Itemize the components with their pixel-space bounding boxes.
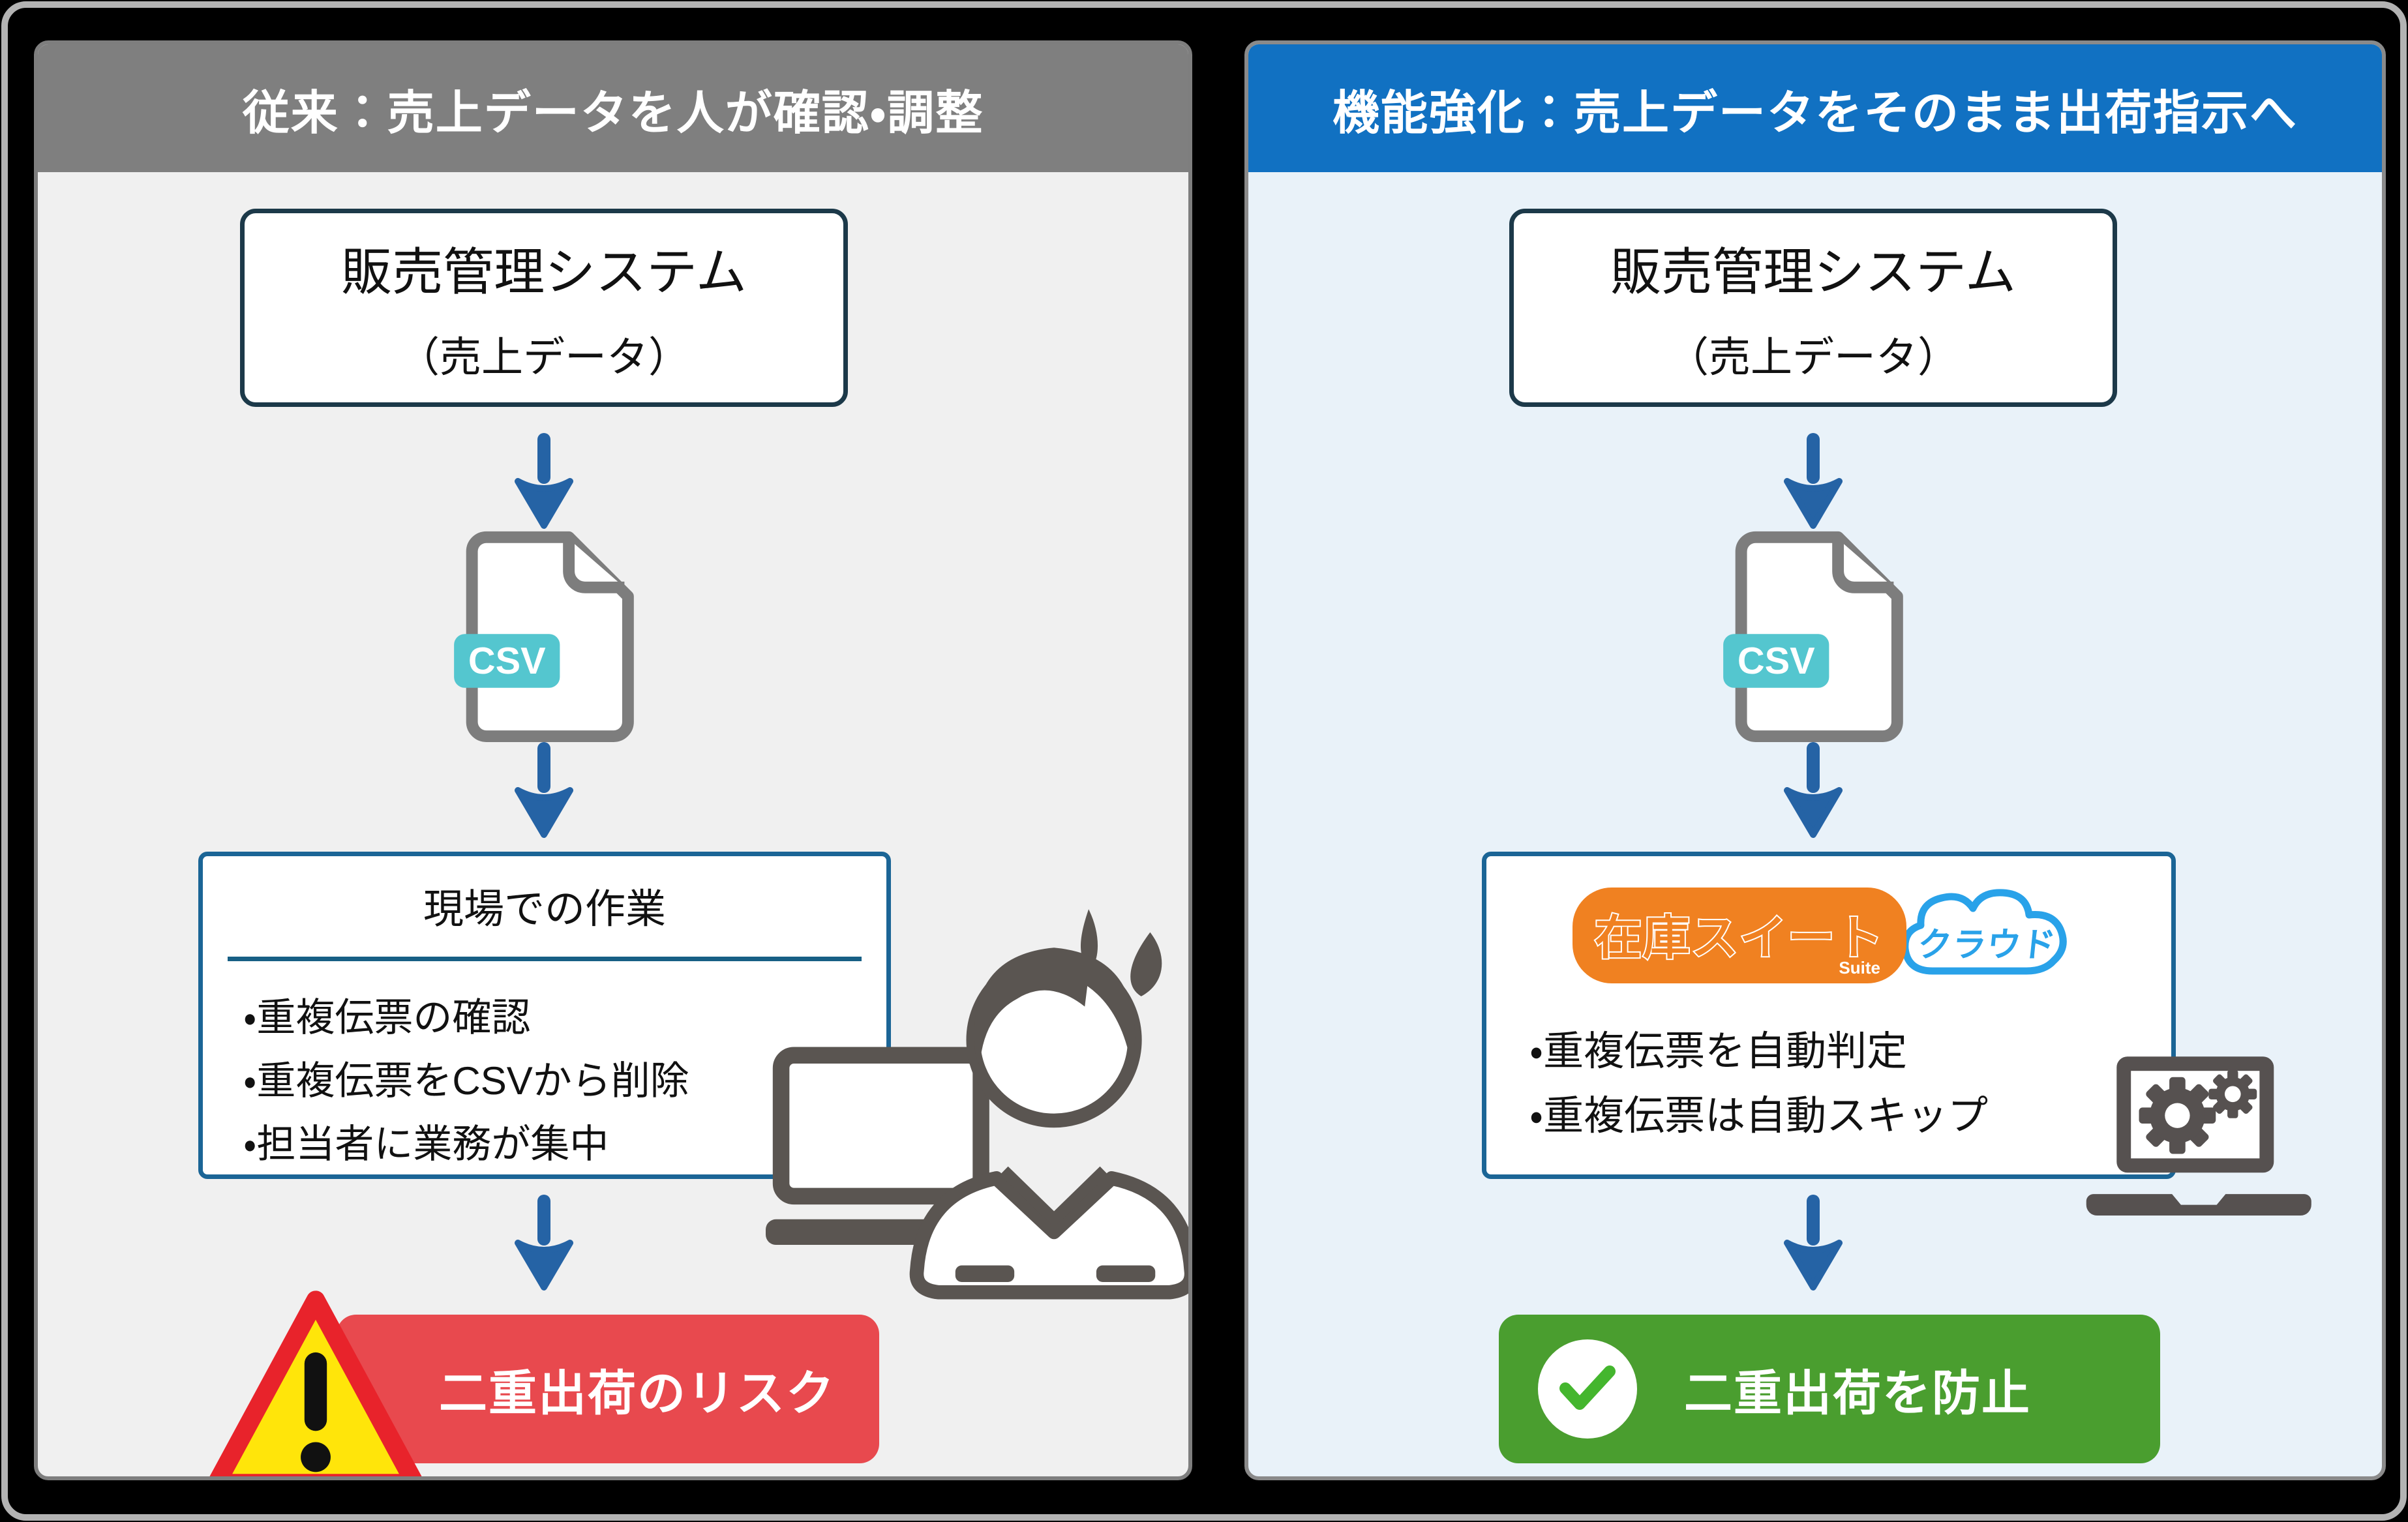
down-arrow-icon xyxy=(515,742,573,838)
panel-after: 機能強化：売上データをそのまま出荷指示へ 販売管理システム （売上データ） CS… xyxy=(1244,40,2386,1480)
csv-label: CSV xyxy=(1738,640,1815,682)
person-icon xyxy=(909,948,1188,1300)
csv-label: CSV xyxy=(468,640,546,682)
divider xyxy=(228,957,862,961)
zaiko-suite-logo-text: 在庫スイート xyxy=(1593,911,1884,966)
panel-before: 従来：売上データを人が確認・調整 販売管理システム （売上データ） CSV 現場… xyxy=(34,40,1192,1480)
zaiko-suite-logo-orange: 在庫スイート Suite xyxy=(1572,887,1906,983)
warning-triangle-icon xyxy=(209,1291,422,1476)
work-bullet-2: ・重複伝票をCSVから削除 xyxy=(243,1059,689,1103)
work-bullet-3: ・担当者に業務が集中 xyxy=(243,1122,609,1167)
panel-before-header: 従来：売上データを人が確認・調整 xyxy=(38,44,1188,172)
sales-system-box-before: 販売管理システム （売上データ） xyxy=(240,209,848,407)
down-arrow-icon xyxy=(1784,433,1843,529)
prevention-result-box: 二重出荷を防止 xyxy=(1499,1315,2160,1463)
gear-icon xyxy=(2208,1069,2257,1118)
panel-after-title: 機能強化：売上データをそのまま出荷指示へ xyxy=(1332,87,2298,140)
sales-system-label: 販売管理システム xyxy=(1610,243,2016,301)
down-arrow-icon xyxy=(1784,742,1843,838)
sales-system-box-after: 販売管理システム （売上データ） xyxy=(1509,209,2117,407)
solution-bullet-2: ・重複伝票は自動スキップ xyxy=(1529,1094,1989,1139)
onsite-work-bullet-list: ・重複伝票の確認 ・重複伝票をCSVから削除 ・担当者に業務が集中 xyxy=(203,986,886,1176)
work-bullet-1: ・重複伝票の確認 xyxy=(243,996,531,1039)
prevention-label: 二重出荷を防止 xyxy=(1684,1365,2031,1420)
zaiko-suite-cloud-logo: 在庫スイート Suite クラウド xyxy=(1486,880,2171,991)
panel-before-title: 従来：売上データを人が確認・調整 xyxy=(242,87,984,140)
cloud-solution-box: 在庫スイート Suite クラウド ・重複伝票を自動判定 ・重複伝票は自動スキッ… xyxy=(1482,852,2176,1179)
cloud-logo: クラウド xyxy=(1889,880,2085,991)
gear-icon xyxy=(2139,1077,2216,1154)
risk-label: 二重出荷のリスク xyxy=(439,1365,835,1420)
panel-after-header: 機能強化：売上データをそのまま出荷指示へ xyxy=(1248,44,2382,172)
sales-data-label: （売上データ） xyxy=(398,334,690,381)
csv-file-icon: CSV xyxy=(454,531,634,742)
person-with-laptop-illustration xyxy=(766,909,1188,1300)
risk-result-box: 二重出荷のリスク xyxy=(337,1315,879,1463)
sales-system-label: 販売管理システム xyxy=(341,243,747,301)
onsite-work-title: 現場での作業 xyxy=(423,887,666,932)
cloud-logo-text: クラウド xyxy=(1915,925,2059,965)
cloud-icon xyxy=(1901,889,2067,975)
sales-data-label: （売上データ） xyxy=(1667,334,1959,381)
laptop-gears-icon xyxy=(2086,1056,2311,1216)
down-arrow-icon xyxy=(1784,1195,1843,1291)
suite-logo-subtext: Suite xyxy=(1839,957,1880,977)
down-arrow-icon xyxy=(515,433,573,529)
solution-bullet-1: ・重複伝票を自動判定 xyxy=(1529,1029,1908,1074)
solution-bullet-list: ・重複伝票を自動判定 ・重複伝票は自動スキップ xyxy=(1486,1019,2171,1148)
down-arrow-icon xyxy=(515,1195,573,1291)
csv-file-icon: CSV xyxy=(1723,531,1903,742)
check-circle-icon xyxy=(1538,1339,1637,1439)
